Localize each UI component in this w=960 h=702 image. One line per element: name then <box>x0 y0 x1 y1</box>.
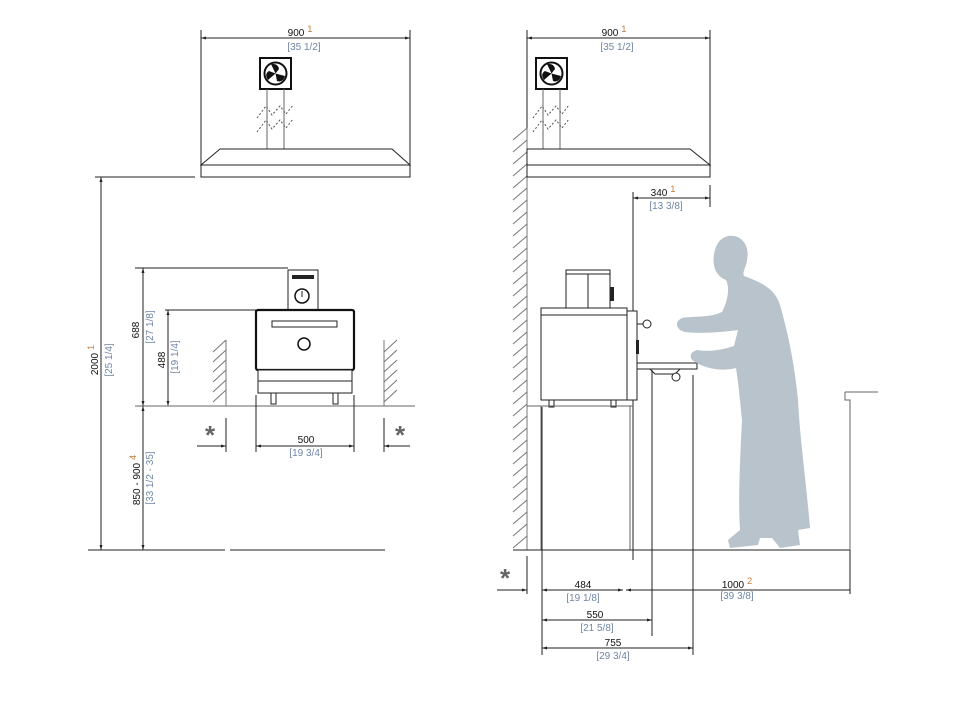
svg-text:[25 1/4]: [25 1/4] <box>104 343 115 377</box>
oven-side <box>540 269 698 408</box>
svg-text:[21 5/8]: [21 5/8] <box>580 623 614 634</box>
clearance-marker: * <box>395 420 406 450</box>
operator-silhouette <box>676 235 810 548</box>
svg-text:[35 1/2]: [35 1/2] <box>600 42 634 53</box>
svg-text:20001: 20001 <box>86 345 101 375</box>
svg-text:[33 1/2 - 35]: [33 1/2 - 35] <box>145 451 156 505</box>
back-wall <box>512 127 528 550</box>
dim-body-height: 488 [19 1/4] <box>157 309 256 406</box>
svg-text:688: 688 <box>131 321 142 338</box>
svg-text:[19 3/4]: [19 3/4] <box>289 448 323 459</box>
clearance-marker: * <box>500 563 511 593</box>
svg-text:[27 1/8]: [27 1/8] <box>145 310 156 344</box>
oven-front <box>254 269 356 405</box>
svg-text:755: 755 <box>605 638 622 649</box>
duct <box>532 89 570 149</box>
extraction-hood <box>199 148 412 178</box>
extraction-fan-icon <box>535 57 568 90</box>
extraction-hood <box>526 148 712 178</box>
svg-text:850 - 9004: 850 - 9004 <box>128 455 143 505</box>
extraction-fan-icon <box>259 57 292 90</box>
svg-text:[19 1/4]: [19 1/4] <box>170 340 181 374</box>
dim-depth-open: 755 [29 3/4] <box>542 638 693 662</box>
opposite-counter <box>844 391 878 550</box>
dim-counter-height: 850 - 9004 [33 1/2 - 35] <box>128 406 156 550</box>
svg-text:[39 3/8]: [39 3/8] <box>720 591 754 602</box>
svg-text:550: 550 <box>587 610 604 621</box>
dim-oven-height: 688 [27 1/8] <box>131 267 288 406</box>
clearance-marker: * <box>205 420 216 450</box>
dim-oven-depth: 484 [19 1/8] <box>542 580 623 604</box>
svg-text:488: 488 <box>157 351 168 368</box>
svg-text:500: 500 <box>298 435 315 446</box>
svg-text:[29 3/4]: [29 3/4] <box>596 651 630 662</box>
side-wall-right <box>383 339 398 406</box>
svg-text:[35 1/2]: [35 1/2] <box>287 42 321 53</box>
svg-text:[19 1/8]: [19 1/8] <box>566 593 600 604</box>
side-wall-left <box>212 339 227 406</box>
svg-text:[13 3/8]: [13 3/8] <box>649 201 683 212</box>
dim-depth-with-door: 550 [21 5/8] <box>542 610 652 634</box>
duct <box>256 89 294 149</box>
svg-text:484: 484 <box>575 580 592 591</box>
dim-total-height: 20001 [25 1/4] <box>86 176 195 550</box>
dim-oven-width: 500 [19 3/4] <box>197 395 410 459</box>
